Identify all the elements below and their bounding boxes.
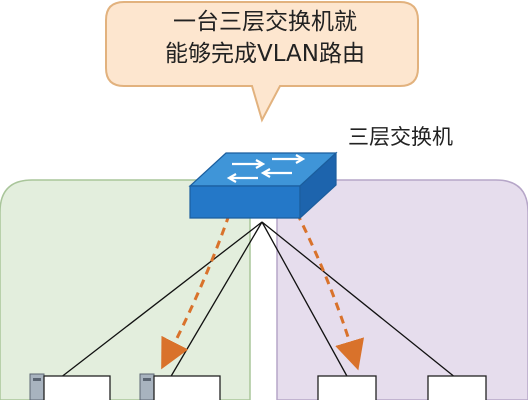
switch-front-face [189,185,301,219]
callout-bubble [105,1,419,123]
switch-arrows-icon [226,154,306,183]
route-arrow-right [282,187,365,371]
callout-line-1: 一台三层交换机就 [173,9,357,35]
callout-text: 一台三层交换机就 能够完成VLAN路由 [130,6,400,70]
host-icon-1 [29,373,111,404]
right-vlan-zone [276,179,528,401]
link-host-1 [59,221,263,379]
link-host-4 [261,221,457,379]
host-icon-4 [427,375,487,404]
link-host-3 [261,221,349,379]
switch-side-face [299,151,337,220]
callout-line-2: 能够完成VLAN路由 [164,41,365,67]
host-icon-3 [317,375,377,404]
layer3-switch-icon [188,151,338,220]
switch-label: 三层交换机 [348,125,453,149]
host-icon-2 [139,373,221,404]
